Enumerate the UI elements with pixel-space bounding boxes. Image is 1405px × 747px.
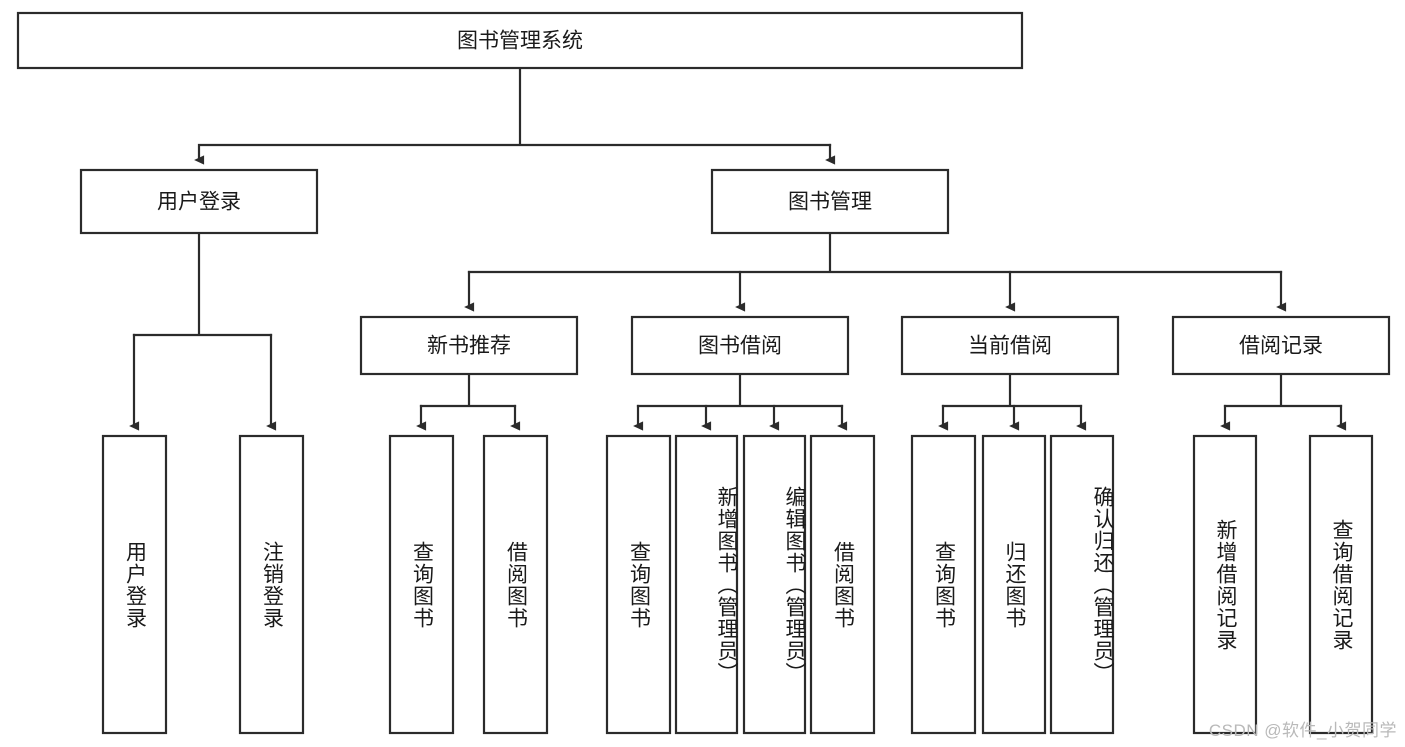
node-box-leaf-add-record[interactable] [1192,434,1258,735]
connector-user-login-bus [132,231,273,337]
node-label-book-manage: 图书管理 [788,191,872,214]
node-box-root[interactable] [16,11,1024,70]
connector-book-borrow-bus [636,372,844,408]
connector-group-new-book-recommend-to-leaves [416,372,521,431]
node-label-root: 图书管理系统 [457,30,583,53]
connector-group-current-borrow-to-leaves [938,372,1087,431]
node-box-leaf-logout-login[interactable] [238,434,305,735]
connector-group-book-borrow-to-leaves [633,372,848,431]
connector-new-book-recommend-bus [419,372,517,408]
connector-root-trunk [199,66,832,160]
node-box-leaf-query-book-2[interactable] [605,434,672,735]
node-box-leaf-borrow-book-2[interactable] [809,434,876,735]
node-box-leaf-query-book-3[interactable] [910,434,977,735]
node-label-current-borrow: 当前借阅 [968,335,1052,358]
connector-group-root-to-level2 [199,66,836,160]
node-box-book-manage[interactable] [710,168,950,235]
node-label-new-book-recommend: 新书推荐 [427,335,511,358]
connector-group-user-login-to-leaves [129,231,277,431]
node-label-book-borrow: 图书借阅 [698,335,782,358]
connector-group-book-manage-to-level3 [464,231,1287,312]
connector-level3-bus [467,231,1283,274]
node-box-leaf-add-book[interactable] [674,434,739,735]
node-box-book-borrow[interactable] [630,315,850,376]
node-label-borrow-record: 借阅记录 [1239,335,1323,358]
node-box-leaf-confirm-return[interactable] [1049,434,1115,735]
node-box-new-book-recommend[interactable] [359,315,579,376]
node-box-leaf-borrow-book-1[interactable] [482,434,549,735]
node-box-borrow-record[interactable] [1171,315,1391,376]
node-label-user-login: 用户登录 [157,191,241,214]
connector-borrow-record-bus [1223,372,1343,408]
node-box-leaf-edit-book[interactable] [742,434,807,735]
node-box-leaf-return-book[interactable] [981,434,1047,735]
connector-group-borrow-record-to-leaves [1220,372,1347,431]
watermark-text: CSDN @软件_小贺同学 [1208,721,1397,740]
node-box-leaf-query-record[interactable] [1308,434,1374,735]
node-box-leaf-user-login[interactable] [101,434,168,735]
node-box-current-borrow[interactable] [900,315,1120,376]
connector-current-borrow-bus [941,372,1083,408]
node-box-user-login[interactable] [79,168,319,235]
node-box-leaf-query-book-1[interactable] [388,434,455,735]
